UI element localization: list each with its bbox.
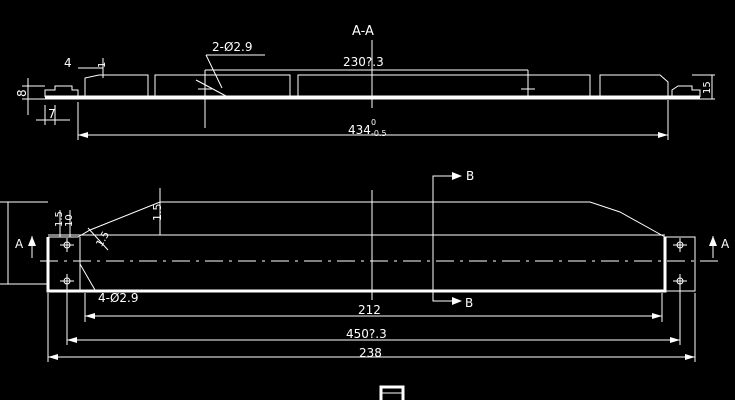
dim-hole-pitch: 450?.3 (66, 283, 681, 345)
dim-edge-a-text: 1.5 (54, 211, 65, 227)
dim-height-left-text: 8 (15, 89, 29, 97)
dim-flange: 4 1 (64, 56, 108, 78)
dim-total-text: 238 (359, 346, 382, 360)
section-label: A-A (352, 24, 374, 39)
dim-inner: 212 (84, 293, 663, 322)
dim-height-right: 15 (692, 74, 715, 100)
section-a-left-label: A (15, 237, 24, 251)
top-view-hole-marks (195, 40, 535, 128)
top-hole-note: 2-Ø2.9 (205, 40, 265, 89)
dim-foot-text: 7 (48, 107, 56, 121)
dim-foot: 7 (36, 105, 70, 125)
dim-overall-length-text: 434 (348, 123, 371, 137)
dim-edge-b-text: 10 (64, 214, 75, 227)
dim-hole-pitch-text: 450?.3 (346, 327, 387, 341)
section-a-right-label: A (721, 237, 730, 251)
dim-step-text: 1.5 (151, 204, 164, 222)
dim-overall-length: 434 0 -0.5 (77, 100, 669, 140)
dim-step: 1.5 (151, 188, 164, 235)
dim-hole-span-text: 230?.3 (343, 55, 384, 69)
dim-chamfer-text: 1.5 (95, 230, 112, 249)
section-b-top-label: B (466, 169, 474, 183)
section-b-marker: B B (432, 169, 474, 310)
dim-total: 238 (47, 293, 696, 362)
top-hole-note-text: 2-Ø2.9 (212, 40, 253, 54)
dim-chamfer: 1.5 (87, 227, 112, 251)
front-hole-note: 4-Ø2.9 (79, 263, 150, 305)
dim-inner-text: 212 (358, 303, 381, 317)
section-a-markers: A A (15, 236, 730, 258)
dim-height-right-text: 15 (702, 81, 713, 94)
dim-tol-lower: -0.5 (371, 129, 387, 138)
dim-tol-upper: 0 (371, 118, 376, 127)
section-b-bottom-label: B (465, 296, 473, 310)
dim-height-left: 8 (15, 78, 45, 115)
dim-flange-thick-text: 1 (97, 62, 108, 68)
front-view-holes (60, 238, 687, 288)
dim-flange-width-text: 4 (64, 56, 72, 70)
front-hole-note-text: 4-Ø2.9 (98, 291, 139, 305)
dim-hole-span: 230?.3 (205, 55, 528, 71)
front-left-dims: 1.5 10 (0, 201, 75, 285)
